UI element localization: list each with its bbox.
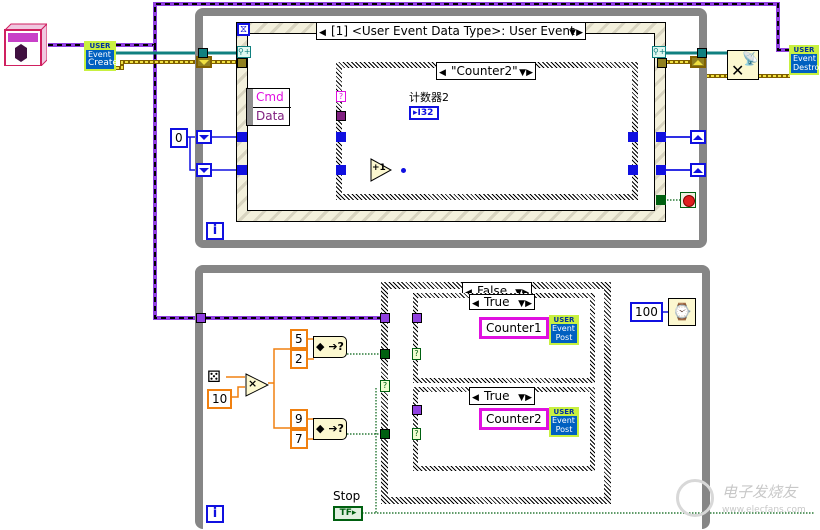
wait-ms-node[interactable]: ⌚ [668,298,696,326]
node-line1: Event [88,50,111,59]
registration-tunnel-left [198,48,208,58]
shift-register-right-2 [690,163,706,177]
wire-junction-dot [401,168,406,173]
cmd-tunnel: ? [336,91,346,102]
stop-button-terminal[interactable]: TF▸ [333,506,363,521]
event-case-label: [1] <User Event Data Type>: User Event [331,24,575,38]
inner-case-selector[interactable]: ◀ "Counter2" ▼▶ [436,62,536,80]
counter2-indicator[interactable]: ▸I32 [409,106,439,120]
event-case-selector[interactable]: ◀ [1] <User Event Data Type>: User Event… [316,22,586,40]
dynamic-event-terminal-left: ⚲+ [237,46,251,58]
unregister-events-node[interactable]: ✕ 📡 [727,50,759,80]
case2-selector-terminal: ? [412,428,421,440]
increment-node[interactable]: +1 [370,158,393,182]
case-dropdown-arrow[interactable]: ▼▶ [569,28,583,38]
inner-case-selector-1[interactable]: ◀ True ▼▶ [469,294,535,310]
user-event-refnum-control[interactable] [3,22,49,68]
top-while-loop[interactable] [195,8,707,248]
case2-refnum-tunnel [412,405,422,415]
stop-button-label: Stop [333,489,361,503]
range-lower-1[interactable]: 2 [290,349,308,369]
multiplier-constant[interactable]: 10 [207,389,233,409]
bottom-loop-iteration-terminal: i [206,505,224,523]
numeric-tunnel-left-1 [237,132,247,142]
range-lower-2[interactable]: 7 [290,429,308,449]
case-tunnel-3 [628,132,638,142]
watermark: 电子发烧友 www.elecfans.com [676,477,820,530]
numeric-tunnel-right-2 [656,165,666,175]
refnum-tunnel-bottom [196,313,206,323]
range-upper-1[interactable]: 5 [290,329,308,349]
watermark-logo-icon [676,479,714,517]
numeric-tunnel-left-2 [237,165,247,175]
error-tunnel-left [237,58,247,68]
user-event-header: USER [86,43,114,50]
event-timeout-terminal: ⧖ [237,23,250,36]
wait-ms-constant[interactable]: 100 [630,302,663,322]
event-data-cmd: Cmd [256,90,284,104]
counter2-indicator-label: 计数器2 [409,91,449,104]
case-tunnel-2 [336,165,346,175]
case1-selector-terminal: ? [412,348,421,360]
stop-true-constant[interactable] [680,192,696,208]
case-tunnel-4 [628,165,638,175]
range-upper-2[interactable]: 9 [290,409,308,429]
outer-case-selector-terminal: ? [380,380,390,392]
case-tunnel-1 [336,132,346,142]
multiply-node[interactable]: × [245,373,270,397]
satellite-icon: 📡 [742,52,759,67]
inner-case-structure[interactable] [336,62,638,200]
bool-tunnel-1 [380,349,390,359]
prev-case-arrow[interactable]: ◀ [319,28,326,38]
top-loop-iteration-terminal: i [206,222,224,240]
error-wire [116,60,790,78]
increment-label: +1 [372,163,386,173]
node-line2: Create [88,58,118,68]
case1-refnum-tunnel [412,313,422,323]
destroy-user-event-node[interactable]: USER Event Destroy [789,45,820,75]
outer-refnum-tunnel [380,313,390,323]
event-data-node: Cmd Data [246,88,291,126]
inner-case-selector-2[interactable]: ◀ True ▼▶ [469,387,535,405]
shift-register-left-1 [196,130,212,144]
bottom-while-loop[interactable] [195,265,710,529]
inner-case-label: "Counter2" [451,64,518,78]
shift-register-init-constant[interactable]: 0 [170,128,188,148]
registration-tunnel-right [697,48,707,58]
dynamic-event-terminal-right: ⚲+ [652,46,666,58]
boolean-tunnel-stop [656,195,666,205]
data-tunnel [336,111,346,121]
random-number-icon[interactable]: ⚄ [207,367,221,386]
bool-tunnel-2 [380,429,390,439]
in-range-compare-node-2[interactable]: ◆ ➔? [313,418,347,440]
error-tunnel-right [657,58,667,68]
post-user-event-node-1[interactable]: USER Event Post [549,315,579,345]
create-user-event-node[interactable]: USER Event Create [84,41,118,71]
counter2-string-constant[interactable]: Counter2 [479,408,549,430]
in-range-compare-node-1[interactable]: ◆ ➔? [313,336,347,358]
post-user-event-node-2[interactable]: USER Event Post [549,407,579,437]
counter1-string-constant[interactable]: Counter1 [479,317,549,339]
numeric-tunnel-right-1 [656,132,666,142]
indicator-type: I32 [417,108,434,118]
shift-register-right-1 [690,130,706,144]
shift-register-left-2 [196,163,212,177]
event-data-data: Data [256,109,285,123]
